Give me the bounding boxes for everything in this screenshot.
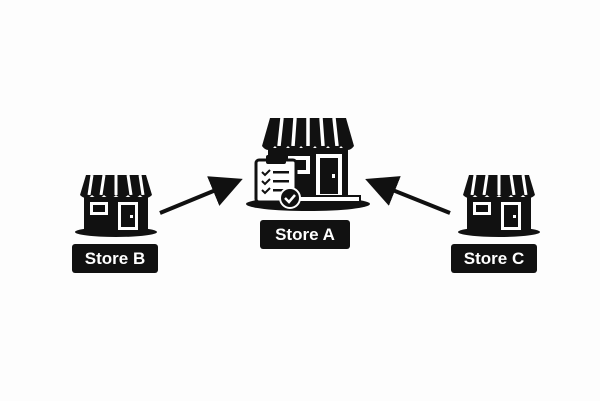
arrow-store-c-to-store-a (365, 176, 451, 215)
check-circle-icon (279, 187, 301, 209)
arrow-store-b-to-store-a (159, 176, 243, 215)
store-b-label: Store B (72, 244, 158, 273)
store-a-label: Store A (260, 220, 350, 249)
store-c-label: Store C (451, 244, 537, 273)
store-c-icon (458, 174, 540, 237)
clipboard-checklist-icon (254, 155, 298, 204)
store-b-icon (75, 174, 157, 237)
store-a-icon (246, 117, 370, 211)
